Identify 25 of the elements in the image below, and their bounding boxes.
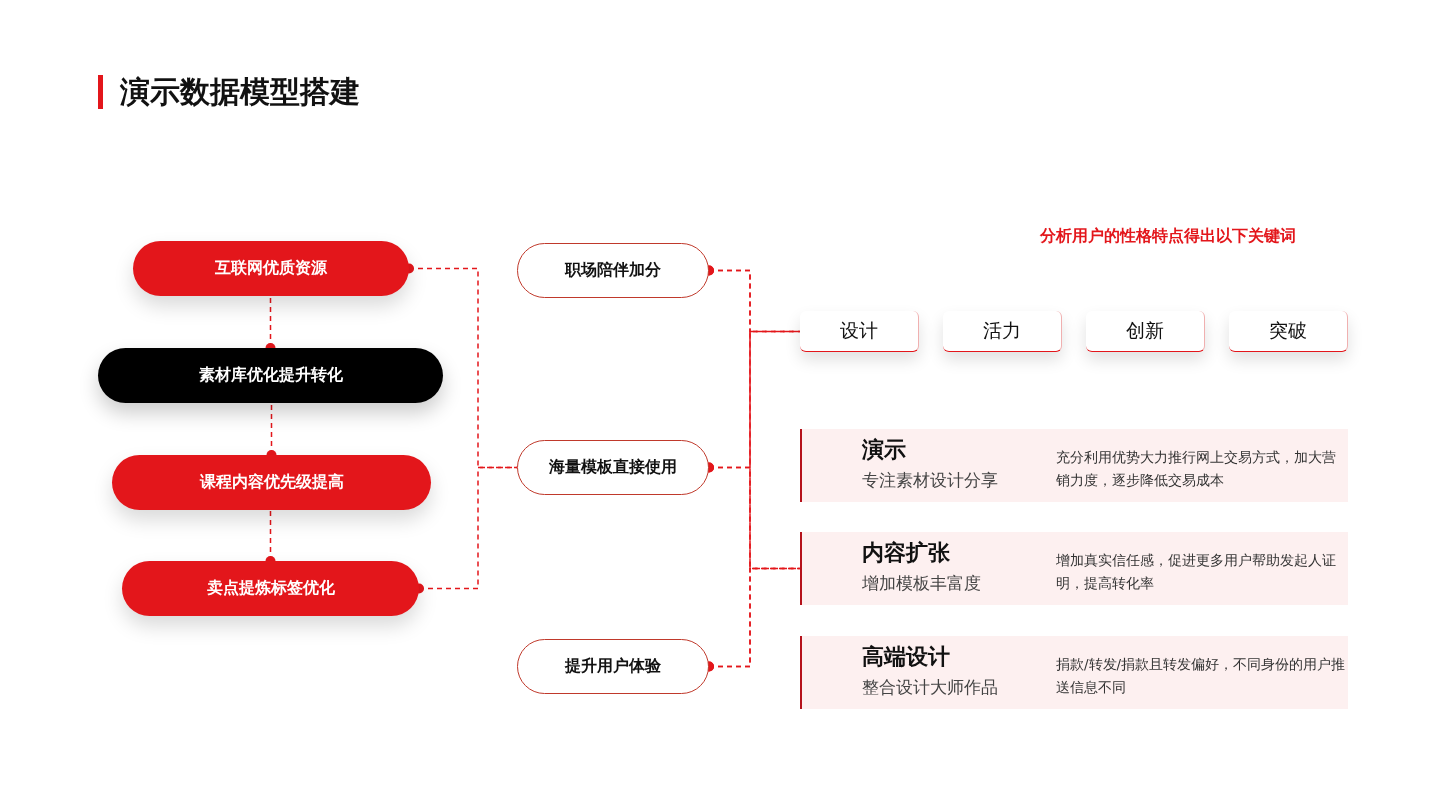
note-text: 分析用户的性格特点得出以下关键词 [1040, 226, 1297, 247]
card-description: 捐款/转发/捐款且转发偏好，不同身份的用户推送信息不同 [1056, 655, 1346, 697]
card-subtitle: 整合设计大师作品 [862, 676, 998, 699]
card-subtitle: 增加模板丰富度 [862, 572, 981, 595]
card-heading: 演示 [862, 436, 906, 464]
info-card [800, 429, 1348, 502]
pill-node: 提升用户体验 [517, 639, 709, 694]
keyword-box: 活力 [943, 311, 1062, 352]
pill-node: 海量模板直接使用 [517, 440, 709, 495]
pill-node: 课程内容优先级提高 [112, 455, 431, 510]
pill-node: 卖点提炼标签优化 [122, 561, 419, 616]
card-heading: 高端设计 [862, 643, 950, 671]
info-card [800, 636, 1348, 709]
title: 演示数据模型搭建 [120, 73, 360, 111]
pill-node: 职场陪伴加分 [517, 243, 709, 298]
pill-node: 素材库优化提升转化 [98, 348, 443, 403]
pill-node: 互联网优质资源 [133, 241, 409, 296]
card-subtitle: 专注素材设计分享 [862, 469, 998, 492]
keyword-box: 创新 [1086, 311, 1205, 352]
info-card [800, 532, 1348, 605]
keyword-box: 突破 [1229, 311, 1348, 352]
card-description: 增加真实信任感，促进更多用户帮助发起人证明，提高转化率 [1056, 551, 1337, 593]
card-description: 充分利用优势大力推行网上交易方式，加大营销力度，逐步降低交易成本 [1056, 448, 1337, 490]
keyword-box: 设计 [800, 311, 919, 352]
card-heading: 内容扩张 [862, 539, 950, 567]
